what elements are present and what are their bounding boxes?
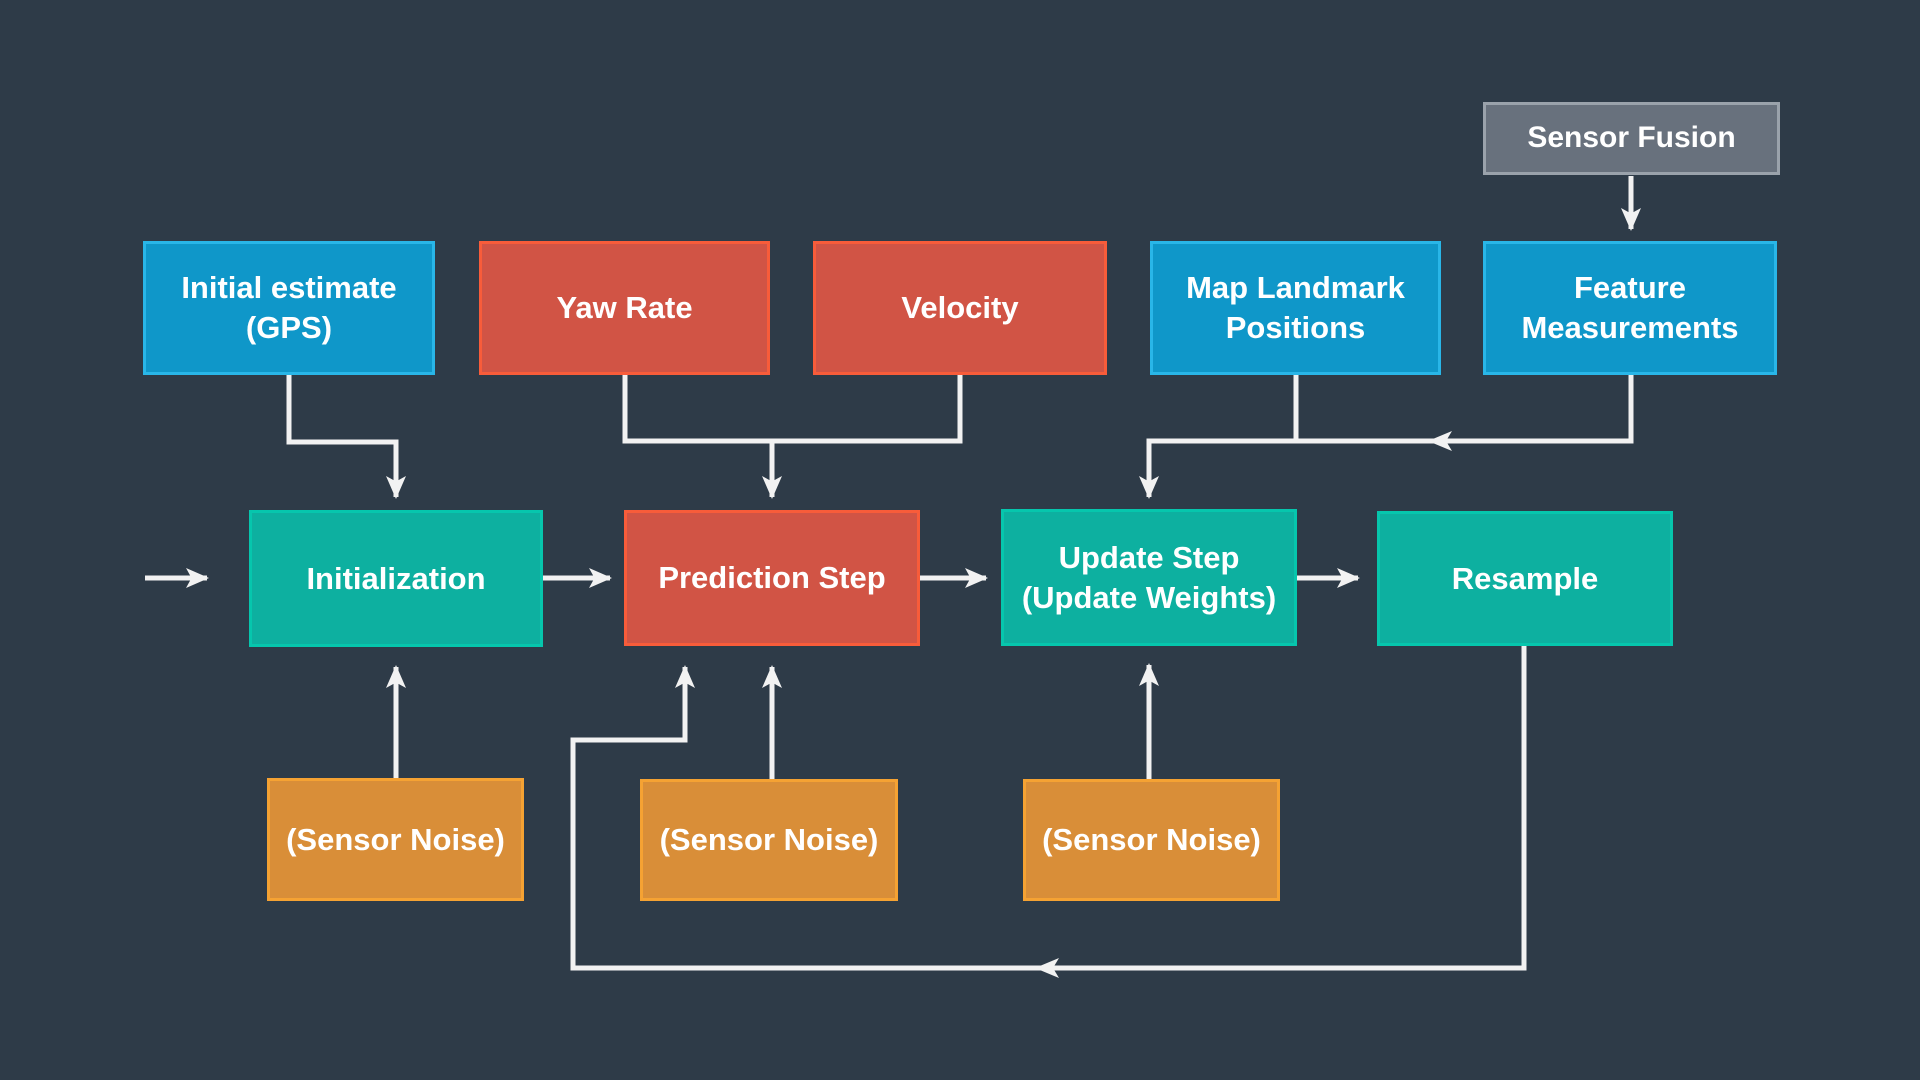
node-sensor-noise-initialization: (Sensor Noise) bbox=[267, 778, 524, 901]
node-initialization: Initialization bbox=[249, 510, 543, 647]
node-prediction-step-label: Prediction Step bbox=[658, 560, 886, 596]
arrowhead-feedback-line-left bbox=[1035, 958, 1059, 978]
node-sensor-noise-label: (Sensor Noise) bbox=[659, 822, 879, 858]
connector-yawrate-velocity-junction bbox=[622, 375, 963, 444]
connector-gps-to-initialization bbox=[286, 375, 406, 499]
arrowhead-features-line-left bbox=[1428, 431, 1452, 451]
node-yaw-rate: Yaw Rate bbox=[479, 241, 770, 375]
node-resample-label: Resample bbox=[1451, 560, 1599, 596]
node-sensor-noise-prediction: (Sensor Noise) bbox=[640, 779, 898, 901]
node-sensor-noise-label: (Sensor Noise) bbox=[1042, 822, 1261, 858]
node-map-landmark-label: Map Landmark Positions bbox=[1186, 270, 1405, 345]
connector-resample-feedback-to-prediction bbox=[570, 646, 1527, 971]
node-initial-estimate-label: Initial estimate (GPS) bbox=[181, 270, 397, 345]
node-update-step: Update Step (Update Weights) bbox=[1001, 509, 1297, 646]
node-yaw-rate-label: Yaw Rate bbox=[556, 290, 693, 326]
node-velocity: Velocity bbox=[813, 241, 1107, 375]
node-feature-measurements: Feature Measurements bbox=[1483, 241, 1777, 375]
node-resample: Resample bbox=[1377, 511, 1673, 646]
node-sensor-fusion-label: Sensor Fusion bbox=[1527, 121, 1736, 155]
node-initial-estimate: Initial estimate (GPS) bbox=[143, 241, 435, 375]
node-velocity-label: Velocity bbox=[901, 290, 1019, 326]
node-update-step-label: Update Step (Update Weights) bbox=[1021, 539, 1277, 615]
node-sensor-fusion: Sensor Fusion bbox=[1483, 102, 1780, 175]
node-feature-measurements-label: Feature Measurements bbox=[1521, 270, 1739, 345]
node-sensor-noise-label: (Sensor Noise) bbox=[286, 821, 505, 857]
node-sensor-noise-update: (Sensor Noise) bbox=[1023, 779, 1280, 901]
node-prediction-step: Prediction Step bbox=[624, 510, 920, 646]
connector-features-to-update bbox=[1139, 375, 1634, 499]
node-initialization-label: Initialization bbox=[306, 560, 486, 596]
node-map-landmark-positions: Map Landmark Positions bbox=[1150, 241, 1441, 375]
